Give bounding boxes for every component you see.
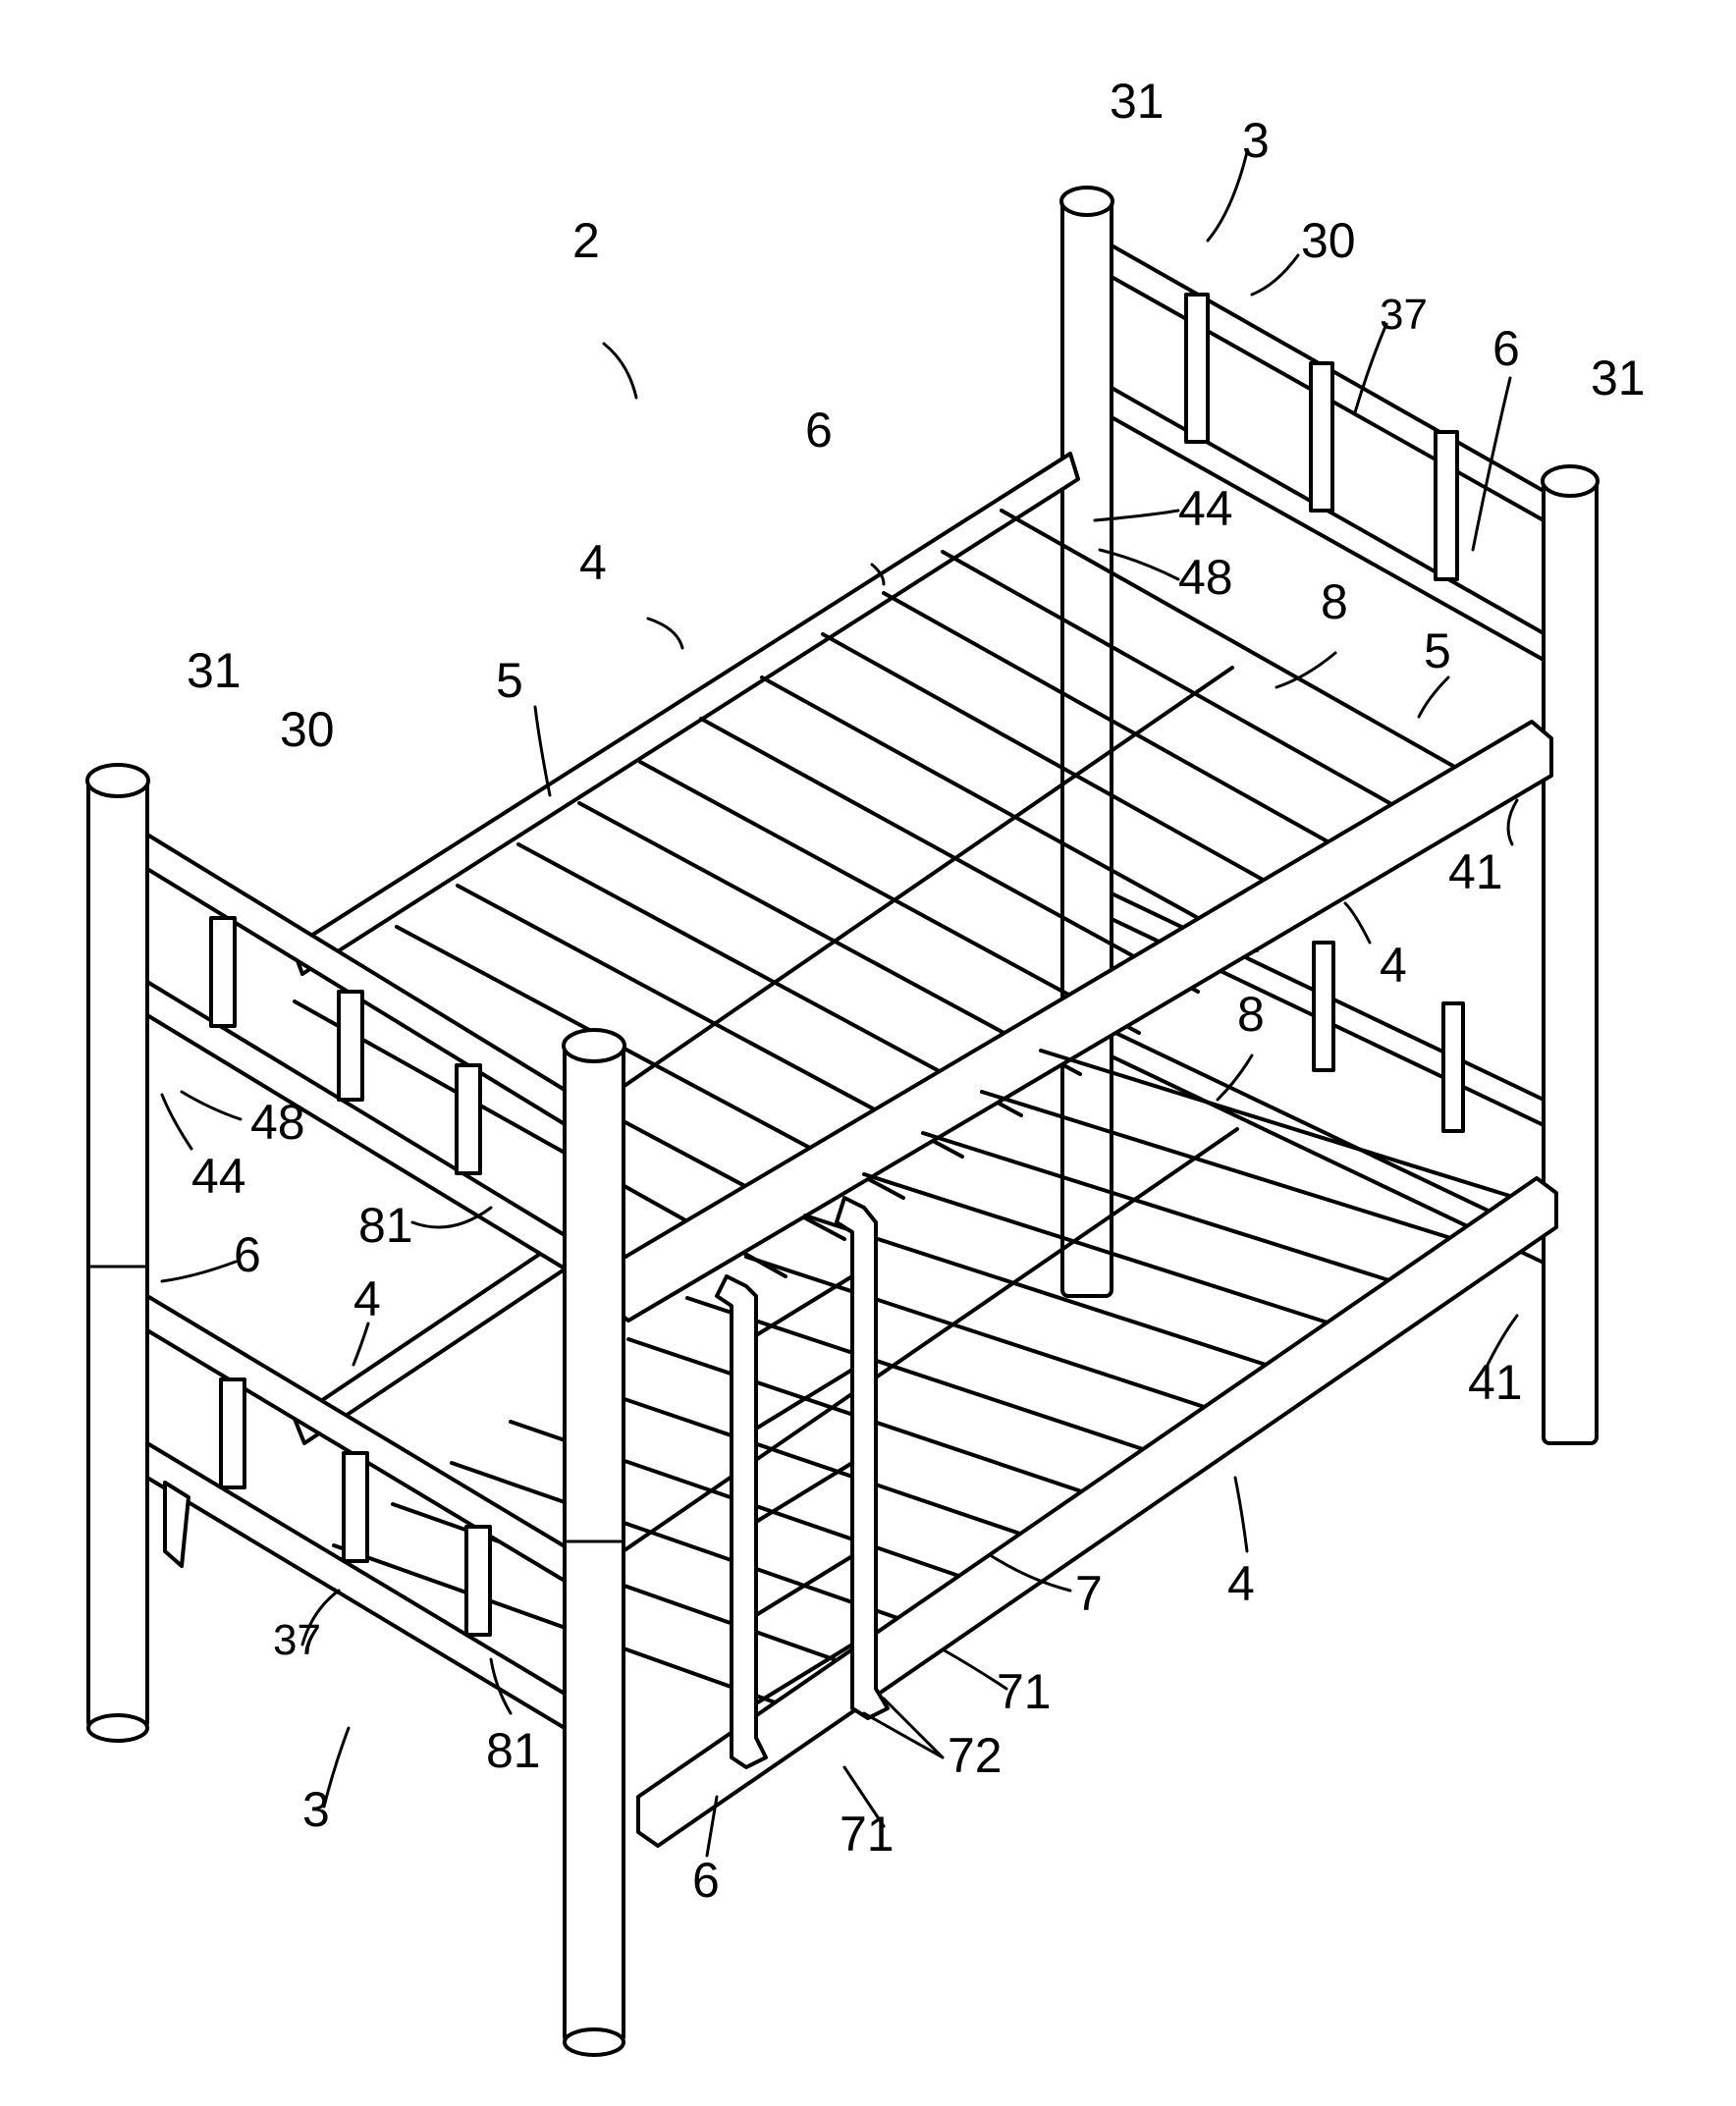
label-hook-6-top-right: 6	[1492, 321, 1520, 376]
back-lower-bar-2	[1443, 1003, 1463, 1131]
front-right-post-bottom	[565, 2029, 624, 2055]
front-left-post-bottom	[88, 1715, 147, 1741]
label-hook-6-left: 6	[234, 1227, 261, 1282]
label-bar-37-bottom: 37	[273, 1616, 321, 1664]
label-ladder-7: 7	[1075, 1566, 1103, 1621]
label-side-rail-4-lower-right: 4	[1227, 1556, 1255, 1611]
label-side-rail-4-lower-left: 4	[353, 1271, 381, 1326]
label-bracket-44-top: 44	[1178, 481, 1233, 536]
label-ladder-rail-71-right: 71	[997, 1664, 1052, 1719]
front-right-post-top	[564, 1030, 624, 1061]
back-right-post	[1544, 481, 1597, 1443]
label-brace-81-upper: 81	[358, 1198, 413, 1253]
label-slat-5-right: 5	[1424, 623, 1451, 678]
label-side-rail-4-upper-right: 4	[1380, 938, 1407, 993]
upper-centre-brace	[619, 668, 1232, 1090]
front-lower-bar-2	[344, 1453, 367, 1561]
label-bar-37-top: 37	[1380, 291, 1428, 339]
label-rail-30-top: 30	[1301, 213, 1356, 268]
back-left-post-top	[1061, 188, 1112, 215]
upper-far-side-rail	[293, 454, 1078, 974]
back-lower-bar-1	[1314, 943, 1333, 1070]
label-ladder-hook-72: 72	[948, 1728, 1003, 1783]
front-bar-2	[339, 992, 362, 1100]
front-bar-3	[457, 1065, 480, 1173]
label-brace-8-upper: 8	[1321, 574, 1348, 629]
label-brace-81-lower: 81	[486, 1723, 541, 1778]
front-left-post-top	[87, 765, 148, 796]
label-hook-6-upper-center: 6	[805, 403, 833, 458]
back-bar-2	[1311, 363, 1332, 511]
label-end-frame-3-bottom: 3	[302, 1782, 330, 1837]
back-bar-3	[1436, 432, 1457, 579]
front-lower-bracket	[165, 1483, 189, 1566]
label-rail-30-left: 30	[280, 702, 335, 757]
label-slat-5-left: 5	[496, 653, 523, 708]
back-bar-1	[1186, 295, 1208, 442]
label-bed-2: 2	[572, 213, 600, 268]
label-brace-8-lower: 8	[1237, 987, 1265, 1042]
back-right-post-top	[1543, 466, 1598, 496]
label-ladder-rail-71-bottom: 71	[840, 1807, 895, 1862]
label-bracket-41-lower: 41	[1468, 1355, 1523, 1410]
label-post-31-left: 31	[187, 643, 242, 698]
label-bracket-44-left: 44	[191, 1149, 246, 1204]
label-hole-48-top: 48	[1178, 550, 1233, 605]
label-hook-6-bottom: 6	[692, 1853, 720, 1908]
label-post-31-right: 31	[1591, 351, 1646, 405]
label-hole-48-left: 48	[250, 1095, 305, 1150]
label-bracket-41-upper: 41	[1448, 844, 1503, 899]
front-right-post	[565, 1046, 624, 2042]
label-post-31-top: 31	[1110, 74, 1165, 129]
front-lower-bar-3	[466, 1527, 490, 1635]
label-end-frame-3-top: 3	[1242, 113, 1270, 168]
label-side-rail-4-upper: 4	[579, 535, 607, 590]
front-lower-bar-1	[221, 1379, 244, 1487]
front-bar-1	[211, 918, 235, 1026]
front-left-post	[88, 781, 147, 1728]
